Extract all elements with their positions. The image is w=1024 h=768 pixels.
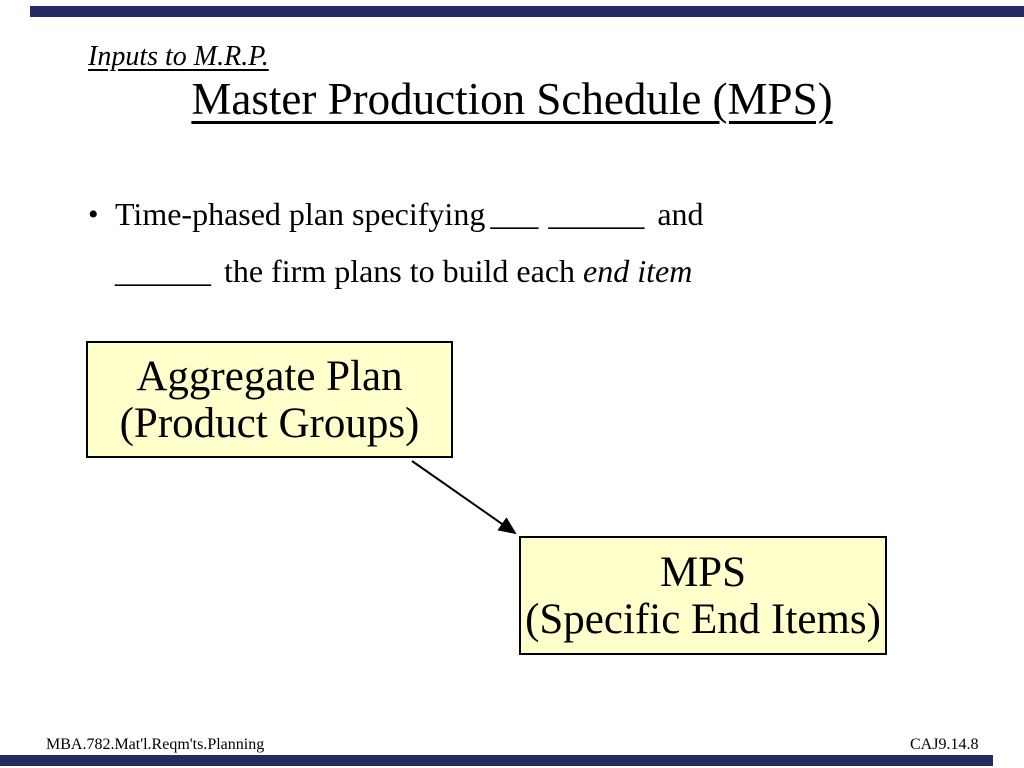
fill-in-blank-3: ______ [115, 253, 211, 289]
aggregate-plan-box-line2: (Product Groups) [119, 399, 420, 447]
flow-arrow [411, 460, 517, 535]
mps-box-line2: (Specific End Items) [525, 595, 881, 643]
bullet-line1-pre: Time-phased plan specifying [115, 196, 486, 232]
aggregate-plan-box: Aggregate Plan (Product Groups) [86, 341, 453, 458]
end-item-emphasis: end item [583, 253, 693, 289]
bottom-accent-bar [0, 755, 993, 766]
fill-in-blank-2: ______ [548, 196, 645, 232]
footer-course-label: MBA.782.Mat'l.Reqm'ts.Planning [46, 736, 265, 753]
fill-in-blank-1: ___ [490, 196, 539, 232]
bullet-line2-mid: the firm plans to build each [224, 253, 576, 289]
slide-eyebrow: Inputs to M.R.P. [88, 41, 269, 72]
bullet-marker: • [88, 198, 99, 231]
footer-slide-code: CAJ9.14.8 [910, 736, 979, 753]
mps-box-line1: MPS [659, 548, 747, 596]
bullet-text: Time-phased plan specifying_________ and… [115, 186, 948, 300]
aggregate-plan-box-line1: Aggregate Plan [136, 352, 403, 400]
bullet-line-2: ______ the firm plans to build each end … [115, 243, 948, 300]
top-accent-bar [30, 6, 1024, 17]
bullet-item: • Time-phased plan specifying_________ a… [88, 186, 948, 300]
page-title: Master Production Schedule (MPS) [191, 74, 833, 124]
bullet-line-1: Time-phased plan specifying_________ and [115, 186, 948, 243]
bullet-line1-post: and [657, 196, 704, 232]
mps-box: MPS (Specific End Items) [519, 536, 887, 655]
